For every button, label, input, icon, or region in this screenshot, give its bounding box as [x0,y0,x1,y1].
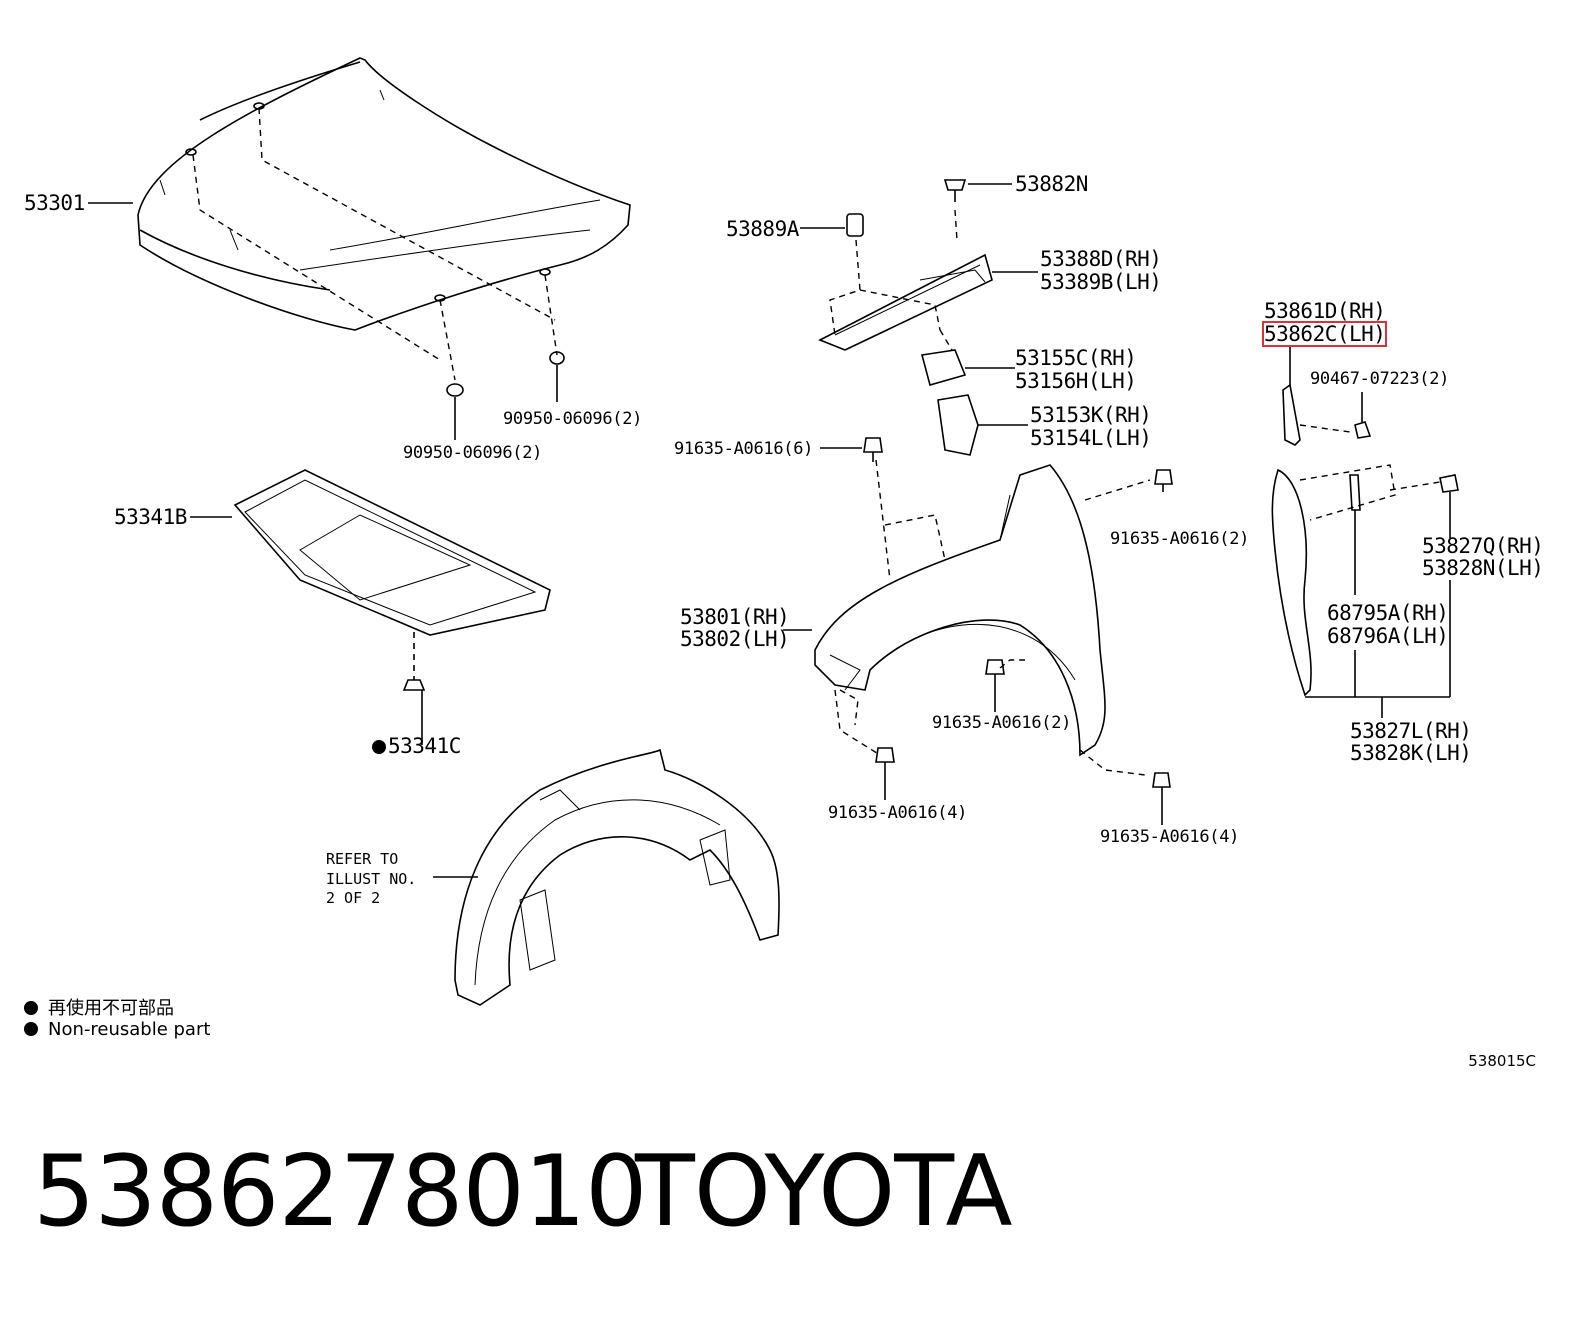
label-hood[interactable]: 53301 [24,191,85,215]
refer-note-line-1: REFER TO [326,850,399,868]
label-liner-rh[interactable]: 53861D(RH) [1264,299,1386,323]
label-bolt-fender-top[interactable]: 91635-A0616(2) [1110,529,1250,549]
legend-en: Non-reusable part [24,1019,210,1040]
label-cover-lh[interactable]: 68796A(LH) [1327,624,1449,648]
refer-note-line-2: ILLUST NO. [326,870,417,888]
label-bracket-a-lh[interactable]: 53156H(LH) [1015,369,1137,393]
insulator-clip-number: 53341C [388,734,461,758]
label-cover-rh[interactable]: 68795A(RH) [1327,601,1449,625]
label-hood-insulator[interactable]: 53341B [114,505,187,529]
label-clip-top[interactable]: 53882N [1015,172,1088,196]
label-insulator-clip[interactable]: 53341C [372,735,461,757]
fender-drawing [783,437,1173,825]
label-fender-lh[interactable]: 53802(LH) [680,627,790,651]
apron-seal-drawing [1271,345,1459,718]
hood-drawing [88,57,631,440]
label-seal-lh[interactable]: 53389B(LH) [1040,270,1162,294]
insulator-drawing [190,469,551,745]
label-bumper-stopper[interactable]: 53889A [726,217,799,241]
legend-en-text: Non-reusable part [48,1019,211,1040]
legend-dot-icon [24,1001,38,1015]
label-hood-cushion-right[interactable]: 90950-06096(2) [503,409,643,429]
label-liner-lh-highlighted[interactable]: 53862C(LH) [1261,321,1388,347]
label-bolt-mid[interactable]: 91635-A0616(2) [932,713,1072,733]
legend-zh-text: 再使用不可部品 [48,998,174,1019]
label-bracket-b-lh[interactable]: 53154L(LH) [1030,426,1152,450]
label-bolt-6[interactable]: 91635-A0616(6) [674,439,814,459]
label-bracket-a-rh[interactable]: 53155C(RH) [1015,346,1137,370]
label-bracket-b-rh[interactable]: 53153K(RH) [1030,403,1152,427]
label-bolt-bottom-right[interactable]: 91635-A0616(4) [1100,827,1240,847]
legend-zh: 再使用不可部品 [24,994,174,1020]
label-bolt-bottom-left[interactable]: 91635-A0616(4) [828,803,968,823]
label-seal-r-rh[interactable]: 53827Q(RH) [1422,534,1544,558]
footer-part-number: 5386278010 [33,1135,648,1249]
label-seal-r-lh[interactable]: 53828N(LH) [1422,556,1544,580]
label-hood-cushion-center[interactable]: 90950-06096(2) [403,443,543,463]
cowl-parts-drawing [800,179,1038,456]
refer-note-line-3: 2 OF 2 [326,889,381,907]
footer-brand: TOYOTA [635,1135,1013,1249]
label-seal-set-rh[interactable]: 53827L(RH) [1350,719,1472,743]
legend-dot-icon [24,1022,38,1036]
fender-liner-drawing [433,748,780,1006]
label-screw[interactable]: 90467-07223(2) [1310,369,1450,389]
label-seal-set-lh[interactable]: 53828K(LH) [1350,741,1472,765]
label-fender-rh[interactable]: 53801(RH) [680,605,790,629]
label-seal-rh[interactable]: 53388D(RH) [1040,247,1162,271]
catalog-id: 538015C [1468,1052,1536,1070]
non-reusable-dot-icon [372,740,386,754]
